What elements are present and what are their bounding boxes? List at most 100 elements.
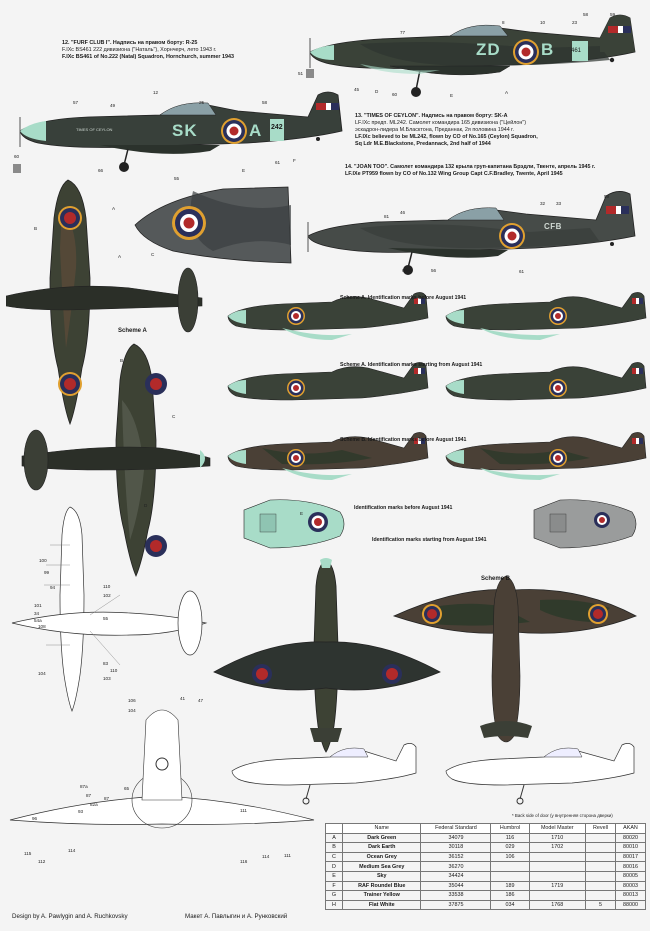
scheme-a-top-label: Scheme A bbox=[118, 328, 147, 334]
callout-label: F bbox=[293, 158, 296, 163]
callout-label: A bbox=[505, 90, 509, 95]
profile-12-serial: 461 bbox=[571, 48, 582, 54]
spitfire-profile-13 bbox=[19, 91, 343, 172]
planform-scheme-b-under bbox=[213, 558, 441, 753]
profile-13-serial: 242 bbox=[271, 124, 283, 131]
profile-12-swatch bbox=[306, 69, 314, 78]
profile-12-desc-ru: F.IXc BS461 222 дивизиона ("Наталь"), Хо… bbox=[62, 47, 217, 53]
callout-label: E bbox=[242, 168, 245, 173]
callout-label: 45 bbox=[354, 87, 360, 92]
callout-label: 60 bbox=[14, 154, 20, 159]
profile-12-code-right: B bbox=[541, 40, 554, 59]
profile-13-caption: 13. "TIMES OF CEYLON". Надпись на правом… bbox=[355, 113, 630, 148]
scheme-b-before-caption: Scheme B. Identification marks before Au… bbox=[340, 437, 467, 443]
callout-label: 115 bbox=[24, 851, 32, 856]
callout-label: F bbox=[412, 296, 415, 301]
callout-label: 104 bbox=[38, 671, 46, 676]
callout-label: 87a bbox=[80, 784, 88, 789]
id-marks-before-panel bbox=[243, 499, 345, 549]
callout-label: 82a bbox=[90, 802, 98, 807]
profile-13-desc-en-1: LF.IXc believed to be ML242, flown by CO… bbox=[355, 134, 538, 140]
callout-label: 110 bbox=[110, 668, 118, 673]
callout-label: 23 bbox=[572, 20, 578, 25]
callout-label: D bbox=[375, 89, 379, 94]
callout-label: 96 bbox=[32, 816, 38, 821]
spitfire-profile-14 bbox=[307, 191, 636, 275]
id-marks-before-caption: Identification marks before August 1941 bbox=[354, 505, 453, 511]
callout-label: 12 bbox=[153, 90, 159, 95]
callout-label: 108 bbox=[38, 624, 46, 629]
scheme-b-label: Scheme B bbox=[481, 576, 511, 582]
callout-label: 112 bbox=[38, 859, 46, 864]
color-name-cell: Flat White bbox=[341, 899, 422, 911]
callout-label: 111 bbox=[284, 853, 291, 858]
callout-label: 34 bbox=[34, 611, 40, 616]
callout-label: 61 bbox=[275, 160, 281, 165]
callout-label: 83 bbox=[103, 661, 109, 666]
profile-14-desc-en: LF.IXe PT959 flown by CO of No.132 Wing … bbox=[345, 171, 563, 177]
id-marks-from-caption: Identification marks starting from Augus… bbox=[372, 537, 487, 543]
stencil-planform-top bbox=[11, 506, 208, 712]
profile-13-desc-en-2: Sq Ldr M.E.Blackstone, Predannack, 2nd h… bbox=[355, 141, 491, 147]
planform-bottom-scheme-a bbox=[21, 343, 211, 578]
callout-label: 33 bbox=[556, 201, 562, 206]
callout-label: 60 bbox=[392, 92, 398, 97]
callout-label: 114 bbox=[68, 848, 76, 853]
profile-13-code-right: A bbox=[249, 121, 262, 140]
callout-label: 106 bbox=[128, 698, 136, 703]
scheme-a-before-right bbox=[445, 292, 647, 340]
profile-12-caption: 12. "FURF CLUB I". Надпись на правом бор… bbox=[62, 40, 292, 61]
callout-label: 66 bbox=[402, 268, 408, 273]
paint-code-cell: 1768 bbox=[528, 899, 587, 911]
fuselage-panel-side bbox=[134, 186, 292, 264]
planform-top-scheme-a bbox=[6, 179, 203, 426]
profile-13-title: 13. "TIMES OF CEYLON". Надпись на правом… bbox=[355, 113, 508, 119]
scheme-a-from-left bbox=[227, 362, 429, 401]
callout-label: 81 bbox=[384, 214, 390, 219]
profile-14-caption: 14. "JOAN TOO". Самолет командира 132 кр… bbox=[345, 164, 645, 178]
callout-label: 51 bbox=[298, 71, 304, 76]
profile-14-code: CFB bbox=[544, 222, 562, 231]
callout-label: 100 bbox=[39, 558, 47, 563]
callout-label: B bbox=[120, 358, 123, 363]
stencil-profile-left bbox=[231, 743, 417, 805]
stencil-front-view bbox=[9, 709, 315, 829]
callout-label: 102 bbox=[103, 593, 111, 598]
profile-13-code-left: SK bbox=[172, 121, 198, 140]
callout-label: 94 bbox=[50, 585, 56, 590]
callout-label: 55 bbox=[174, 176, 180, 181]
callout-label: C bbox=[151, 252, 155, 257]
callout-label: 32 bbox=[540, 201, 546, 206]
planform-scheme-b-upper bbox=[392, 575, 637, 743]
id-marks-from-panel bbox=[533, 499, 637, 549]
profile-13-nose-name: TIMES OF CEYLON bbox=[76, 127, 113, 132]
callout-label: 47 bbox=[198, 698, 204, 703]
profile-14-title: 14. "JOAN TOO". Самолет командира 132 кр… bbox=[345, 164, 596, 170]
callout-label: 111 bbox=[240, 808, 247, 813]
callout-label: 93 bbox=[78, 809, 84, 814]
scheme-a-from-caption: Scheme A. Identification marks starting … bbox=[340, 362, 483, 368]
callout-label: A bbox=[112, 206, 116, 211]
profile-13-swatch bbox=[13, 164, 21, 173]
callout-label: 46 bbox=[400, 210, 406, 215]
callout-label: 87 bbox=[86, 793, 92, 798]
callout-label: 55 bbox=[103, 616, 109, 621]
callout-label: C bbox=[172, 414, 176, 419]
scheme-b-before-right bbox=[445, 432, 647, 480]
paint-code-cell: 88000 bbox=[614, 899, 647, 911]
callout-label: 66 bbox=[98, 168, 104, 173]
callout-label: 57 bbox=[73, 100, 79, 105]
callout-label: 8 bbox=[502, 20, 505, 25]
callout-label: 58 bbox=[583, 12, 589, 17]
table-footnote: * Back side of door (у внутренняя сторон… bbox=[512, 813, 613, 818]
stencil-profile-right bbox=[445, 743, 635, 805]
profile-12-title: 12. "FURF CLUB I". Надпись на правом бор… bbox=[62, 40, 198, 46]
callout-label: 61 bbox=[519, 269, 525, 274]
callout-label: A bbox=[118, 254, 122, 259]
callout-label: 65 bbox=[124, 786, 130, 791]
profile-13-desc-ru-2: эскадрон-лидера М.Бласктона, Преданнак, … bbox=[355, 127, 514, 133]
scheme-b-before-left bbox=[227, 432, 429, 480]
